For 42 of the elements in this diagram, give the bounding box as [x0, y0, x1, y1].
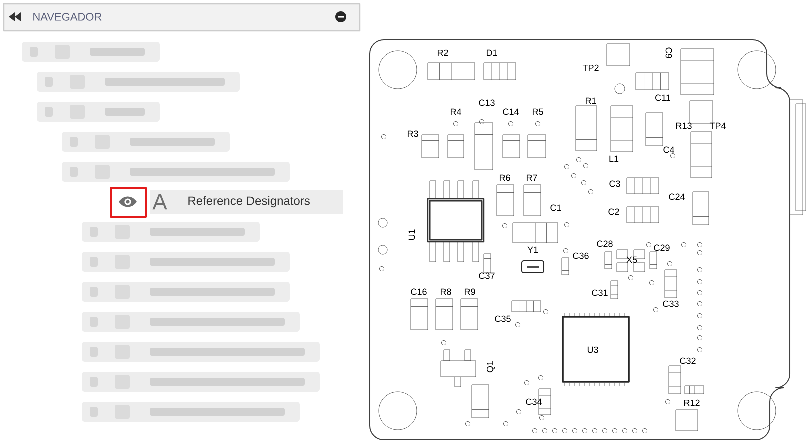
- designator-label: R6: [500, 174, 510, 182]
- designator-label: C2: [608, 208, 620, 216]
- designator-label: C4: [664, 146, 674, 154]
- designator-label: U1: [408, 230, 416, 240]
- designator-label: U3: [588, 346, 598, 354]
- designator-label: C3: [610, 180, 620, 188]
- header-title: NAVEGADOR: [34, 13, 102, 21]
- designator-label: R7: [527, 174, 538, 182]
- designator-label: C37: [479, 272, 495, 280]
- designator-label: C31: [592, 290, 608, 296]
- designator-label: C16: [411, 288, 427, 296]
- designator-label: C35: [495, 316, 511, 322]
- designator-label: X5: [626, 256, 638, 264]
- designator-label: C24: [669, 194, 685, 200]
- designator-label: R2: [438, 50, 448, 56]
- designator-label: C32: [680, 358, 696, 364]
- designator-label: R4: [451, 108, 462, 116]
- designator-label: R9: [465, 288, 476, 296]
- designator-label: C33: [663, 300, 679, 308]
- designator-label: C34: [526, 398, 542, 406]
- designator-label: Y1: [528, 246, 538, 254]
- designator-label: Q1: [487, 361, 495, 373]
- designator-label: C28: [597, 240, 613, 248]
- designator-label: C29: [654, 244, 670, 252]
- designator-label: C36: [573, 252, 589, 260]
- designator-label: L1: [610, 156, 619, 162]
- designator-label: R13: [676, 122, 692, 130]
- designator-label: C9: [666, 48, 672, 58]
- designator-label: TP4: [710, 122, 726, 130]
- designator-label: C11: [656, 94, 670, 102]
- designator-label: C13: [479, 100, 495, 106]
- tree-item-label: Reference Designators: [188, 196, 310, 208]
- designator-label: D1: [487, 50, 498, 56]
- designator-label: R12: [684, 400, 700, 406]
- designator-label: C14: [503, 108, 519, 116]
- designator-label: R5: [533, 108, 544, 116]
- designator-label: R3: [408, 130, 418, 138]
- designator-label: R1: [586, 98, 596, 104]
- designator-label: C1: [550, 204, 562, 212]
- designator-label: R8: [441, 288, 452, 296]
- designator-label: TP2: [582, 64, 599, 72]
- text-type-icon: A: [152, 194, 168, 210]
